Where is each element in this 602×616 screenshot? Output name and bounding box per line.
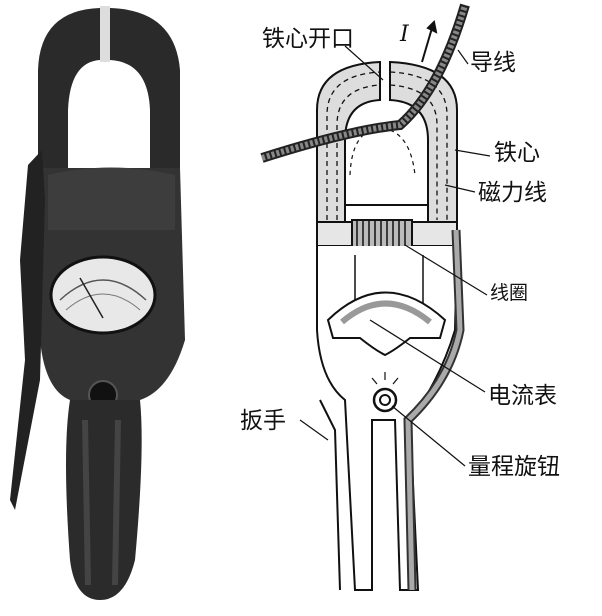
label-core: 铁心 xyxy=(494,140,540,166)
label-core-opening: 铁心开口 xyxy=(262,26,354,52)
label-magnetic-field-lines: 磁力线 xyxy=(478,180,547,206)
label-current-symbol: I xyxy=(400,22,409,47)
clamp-meter-photo xyxy=(10,6,185,600)
label-range-knob: 量程旋钮 xyxy=(468,454,560,480)
label-coil: 线圈 xyxy=(490,282,529,304)
label-handle: 扳手 xyxy=(240,408,286,434)
label-ammeter: 电流表 xyxy=(488,383,557,409)
clamp-meter-diagram xyxy=(260,3,491,591)
label-wire: 导线 xyxy=(470,50,516,76)
